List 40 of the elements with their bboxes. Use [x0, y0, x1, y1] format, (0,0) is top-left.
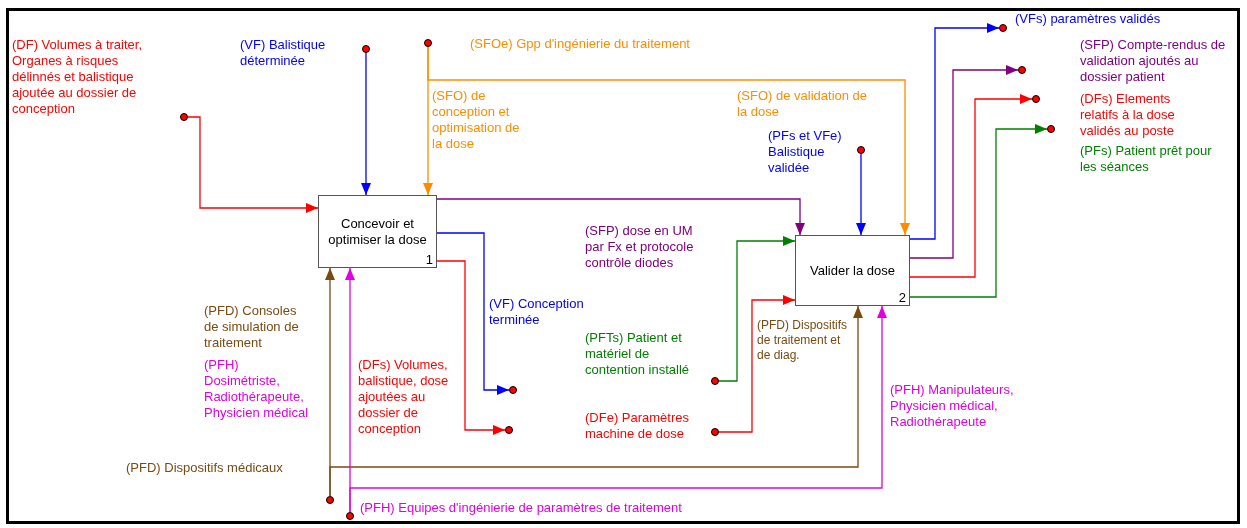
edge-label: (DFs) Volumes, balistique, dose ajoutées au dossier de conception: [358, 357, 450, 437]
edge-label: (PFs et VFe) Balistique validée: [768, 128, 843, 176]
activity-box: [318, 195, 437, 268]
edge-label: (SFO) de validation de la dose: [737, 88, 869, 120]
edge-label: (PFH) Manipulateurs, Physicien médical, Radiothérapeute: [890, 382, 1015, 430]
arrow: [436, 260, 506, 435]
edge-label: (SFP) dose en UM par Fx et protocole contrôle diodes: [585, 223, 695, 271]
activity-title: Concevoir et optimiser la dose: [327, 215, 428, 248]
arrow: [427, 46, 910, 236]
edge-label: (PFD) Dispositifs de traitement et de diag.: [757, 318, 848, 363]
edge-label: (PFTs) Patient et matériel de contention installé: [585, 330, 691, 378]
activity-box: [795, 235, 910, 306]
arrow: [187, 116, 319, 213]
arrow: [436, 232, 510, 395]
edge-label: (VF) Balistique déterminée: [240, 37, 327, 69]
activity-number: 1: [425, 252, 433, 267]
edge-label: (PFH) Dosimétriste, Radiothérapeute, Physicien médical: [204, 357, 310, 421]
arrow: [856, 153, 866, 236]
arrow: [718, 236, 796, 382]
arrow-label: (SFOe) Gpp d'ingénierie du traitement: [470, 36, 690, 52]
arrow: [909, 65, 1019, 259]
edge-label: (DFs) Elements relatifs à la dose validés au poste: [1080, 91, 1176, 139]
activity-number: 2: [898, 290, 906, 305]
arrow: [718, 295, 796, 433]
arrow: [909, 94, 1033, 278]
edge-label: (VF) Conception terminée: [489, 296, 585, 328]
edge-label: (DFe) Paramètres machine de dose: [585, 410, 691, 442]
arrow: [361, 52, 371, 196]
edge-label: (SFP) Compte-rendus de validation ajoutés au dossier patient: [1080, 37, 1227, 85]
arrow: [909, 23, 1000, 240]
arrow-label: (PFD) Dispositifs médicaux: [126, 460, 283, 476]
edge-label: (PFD) Consoles de simulation de traitement: [204, 303, 300, 351]
edge-label: (VFs) paramètres validés: [1015, 11, 1161, 27]
arrow: [436, 198, 805, 236]
edge-label: (DF) Volumes à traiter, Organes à risques délinnés et balistique ajoutée au dossier de conception: [12, 37, 144, 117]
edge-label: (PFs) Patient prêt pour les séances: [1080, 143, 1213, 175]
edge-label: (SFO) de conception et optimisation de la dose: [432, 88, 521, 152]
arrow: [909, 124, 1048, 298]
activity-title: Valider la dose: [808, 262, 896, 279]
arrow-label: (PFH) Equipes d'ingénierie de paramètres de traitement: [360, 500, 682, 516]
